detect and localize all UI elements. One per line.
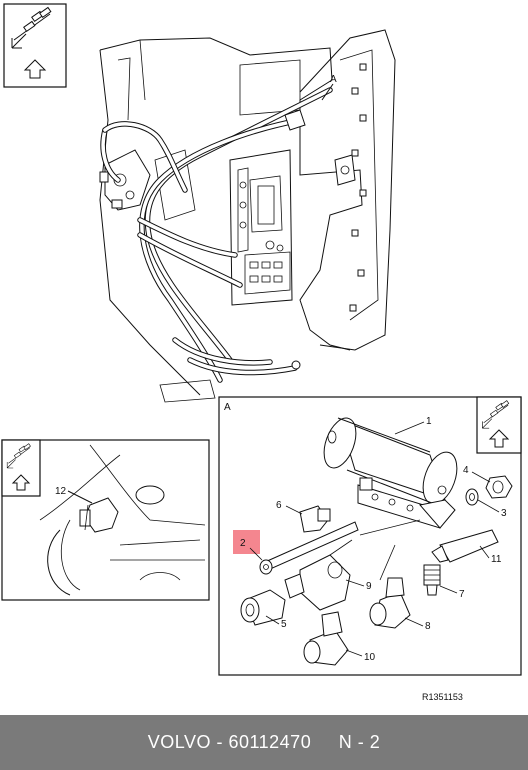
part-10-elbow — [303, 611, 349, 666]
callout-10: 10 — [364, 652, 376, 663]
callout-6-leader — [285, 505, 303, 515]
highlight-part-2 — [233, 530, 260, 554]
part-2-bolt — [259, 521, 359, 575]
callout-4: 4 — [463, 465, 469, 476]
mounting-bracket — [357, 477, 456, 529]
part-7-nipple — [423, 564, 441, 596]
footer-part-number: VOLVO - 60112470 N - 2 — [147, 732, 381, 752]
callout-8-leader — [404, 617, 424, 627]
callout-5: 5 — [281, 619, 287, 630]
parts-diagram: A 12 — [1, 3, 522, 702]
part-8-elbow — [369, 577, 411, 629]
detail-panel-left — [1, 439, 210, 601]
callout-8: 8 — [425, 621, 431, 632]
view-marker-a: A — [330, 74, 337, 85]
vehicle-installation-view — [99, 29, 396, 403]
callout-9: 9 — [366, 581, 372, 592]
callout-11-leader — [479, 545, 490, 559]
callout-1-leader — [394, 421, 425, 435]
callout-12: 12 — [55, 486, 67, 497]
callout-12-leader — [67, 490, 93, 504]
callout-11: 11 — [491, 554, 502, 565]
callout-10-leader — [345, 649, 363, 657]
part-11-tube — [431, 529, 499, 563]
callout-9-leader — [345, 579, 365, 587]
part-3-washer — [465, 488, 479, 506]
callout-7: 7 — [459, 589, 465, 600]
callout-2: 2 — [240, 538, 246, 549]
assembly-lines — [329, 519, 421, 581]
callout-2-leader — [249, 547, 263, 561]
part-4-nut — [485, 475, 513, 499]
callout-3: 3 — [501, 508, 507, 519]
callout-6: 6 — [276, 500, 282, 511]
part-5-union — [240, 589, 286, 626]
part-6-fitting — [299, 505, 331, 533]
callout-5-leader — [265, 615, 280, 625]
part-1-cylinder — [323, 417, 458, 506]
view-marker-leader — [321, 83, 334, 101]
orientation-icon-top — [3, 3, 67, 88]
detail-view-label: A — [224, 402, 231, 413]
callout-3-leader — [477, 499, 500, 513]
footer-bar: VOLVO - 60112470 N - 2 — [0, 715, 528, 770]
drawing-number: R1351153 — [422, 692, 463, 702]
callout-1: 1 — [426, 416, 432, 427]
callout-4-leader — [471, 471, 491, 483]
callout-7-leader — [439, 585, 458, 594]
